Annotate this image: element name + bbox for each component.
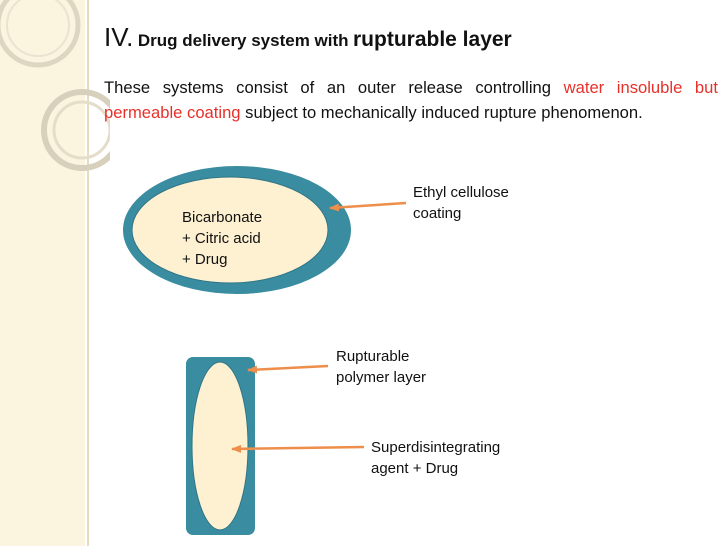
coating-line-1: Ethyl cellulose (413, 184, 509, 201)
coating-label: Ethyl cellulose coating (413, 182, 509, 224)
core-line-1: Bicarbonate (182, 209, 263, 226)
title-emphasis: rupturable layer (353, 28, 512, 51)
core-line-2: + Citric acid (182, 230, 261, 247)
agent-line-2: agent + Drug (371, 460, 459, 477)
agent-line-1: Superdisintegrating (371, 439, 501, 456)
layer-line-1: Rupturable (336, 348, 410, 365)
paragraph-highlight: water insoluble but permeable coating (104, 78, 718, 122)
description-paragraph: These systems consist of an outer releas… (104, 75, 718, 125)
layer-line-2: polymer layer (336, 369, 427, 386)
slide-title: IV. Drug delivery system with rupturable… (104, 22, 512, 53)
paragraph-part-1: These systems consist of an outer releas… (104, 78, 552, 97)
agent-label: Superdisintegrating agent + Drug (371, 437, 500, 479)
agent-arrow (231, 444, 365, 453)
title-text: Drug delivery system with (137, 31, 349, 50)
capsule-core (131, 176, 329, 284)
layer-arrow (247, 364, 329, 374)
coating-arrow (329, 201, 407, 212)
decorative-strip-divider (87, 0, 89, 546)
polymer-layer-label: Rupturable polymer layer (336, 346, 426, 388)
paragraph-part-2: subject to mechanically induced rupture … (245, 103, 643, 122)
title-numeral: IV. (104, 22, 134, 52)
core-line-3: + Drug (182, 251, 228, 268)
decorative-circles (0, 0, 110, 171)
core-contents-label: Bicarbonate + Citric acid + Drug (182, 207, 262, 270)
tablet-core (191, 361, 249, 531)
coating-line-2: coating (413, 205, 462, 222)
